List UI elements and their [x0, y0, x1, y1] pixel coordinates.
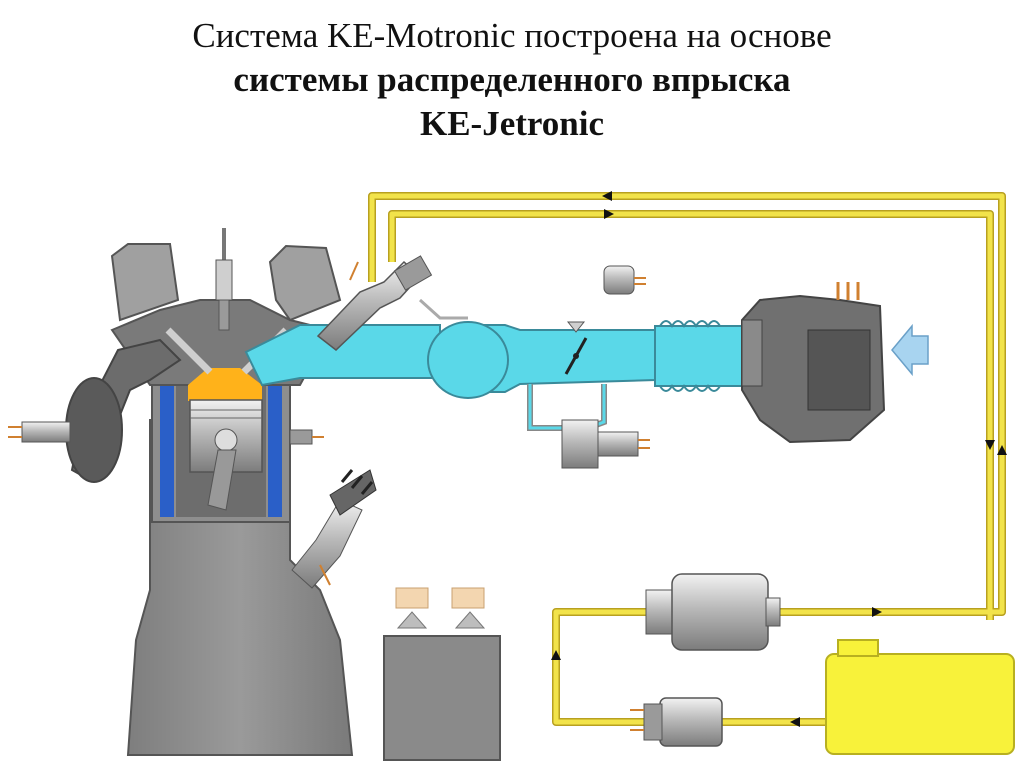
engine-block-icon	[8, 228, 377, 756]
ke-motronic-diagram	[8, 191, 1015, 761]
intake-manifold-icon	[244, 320, 746, 431]
cam-cover-icon	[110, 243, 180, 322]
title-line-1: Система KE-Motronic построена на основе	[192, 16, 832, 55]
temperature-sensor-icon	[289, 429, 324, 445]
coolant-jacket-icon	[268, 385, 282, 517]
valve-icon	[165, 327, 213, 375]
flow-arrow-icon	[551, 650, 561, 660]
diagram-title: Система KE-Motronic построена на основе …	[0, 14, 1024, 146]
fuel-lines	[368, 191, 1007, 727]
air-inlet-arrow-icon	[891, 323, 929, 377]
idle-actuator-icon	[561, 419, 650, 469]
spark-plug-icon	[215, 228, 233, 331]
cam-cover-icon	[268, 244, 342, 322]
flow-arrow-icon	[872, 607, 882, 617]
flow-arrow-icon	[997, 445, 1007, 455]
position-sensor-icon	[603, 265, 646, 295]
air-flow-sensor-icon	[741, 282, 886, 444]
distributor-icon	[291, 469, 377, 589]
flow-arrow-icon	[602, 191, 612, 201]
signal-output-icon	[451, 587, 485, 609]
flow-arrow-icon	[790, 717, 800, 727]
title-line-2: системы распределенного впрыска	[233, 60, 791, 99]
throttle-valve-icon	[564, 321, 588, 375]
fuel-tank-icon	[825, 639, 1015, 755]
temperature-sensor-icon	[8, 421, 71, 443]
signal-input-icon	[395, 587, 429, 609]
coolant-jacket-icon	[160, 385, 174, 517]
flow-arrow-icon	[985, 440, 995, 450]
injector-icon	[316, 255, 468, 351]
fuel-filter-icon	[645, 573, 781, 651]
piston-icon	[189, 399, 263, 511]
ecu-icon	[383, 587, 501, 761]
fuel-pump-icon	[630, 697, 723, 747]
flow-arrow-icon	[604, 209, 614, 219]
title-line-3: KE-Jetronic	[419, 104, 605, 143]
